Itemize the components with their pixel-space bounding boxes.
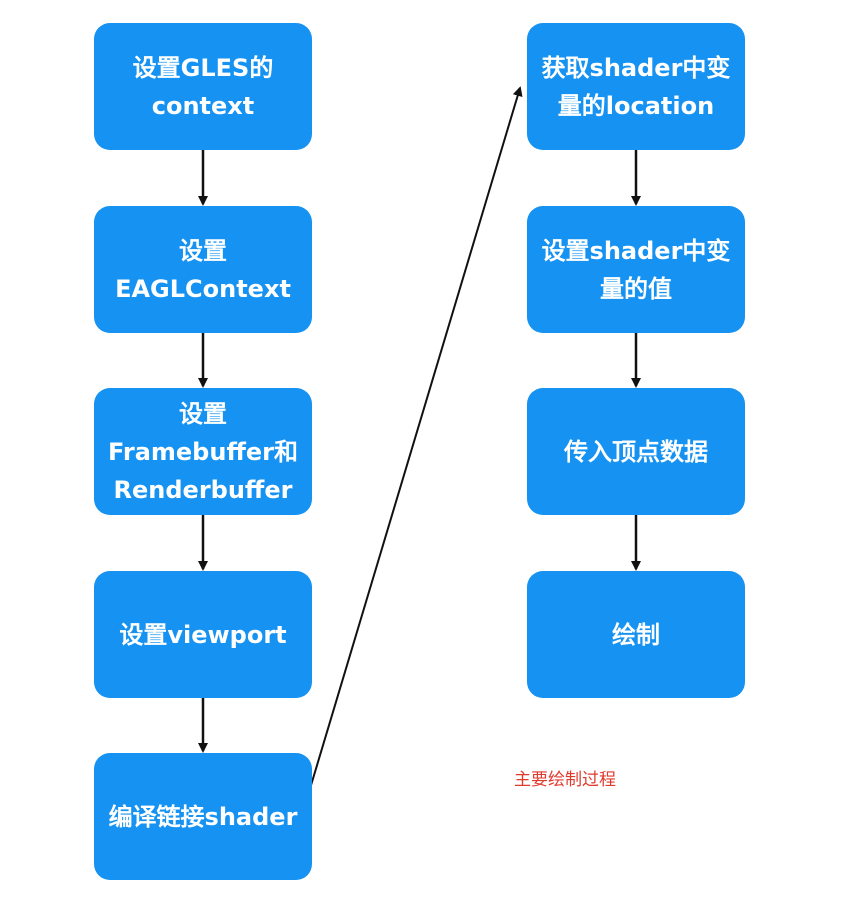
node-get-shader-location: 获取shader中变 量的location bbox=[527, 23, 745, 150]
node-label: 设置viewport bbox=[119, 620, 287, 649]
node-set-eaglcontext: 设置 EAGLContext bbox=[94, 206, 312, 333]
node-set-viewport: 设置viewport bbox=[94, 571, 312, 698]
node-compile-link-shader: 编译链接shader bbox=[94, 753, 312, 880]
node-label: 设置GLES的 context bbox=[132, 53, 274, 120]
node-draw: 绘制 bbox=[527, 571, 745, 698]
node-label: 编译链接shader bbox=[108, 802, 298, 831]
node-label: 设置shader中变 量的值 bbox=[541, 236, 731, 303]
node-label: 设置 Framebuffer和 Renderbuffer bbox=[108, 399, 298, 504]
node-set-shader-values: 设置shader中变 量的值 bbox=[527, 206, 745, 333]
node-label: 获取shader中变 量的location bbox=[541, 53, 731, 120]
node-label: 绘制 bbox=[612, 620, 660, 649]
arrow-shader-to-location bbox=[302, 86, 523, 813]
node-set-framebuffer-renderbuffer: 设置 Framebuffer和 Renderbuffer bbox=[94, 388, 312, 515]
node-pass-vertex-data: 传入顶点数据 bbox=[527, 388, 745, 515]
node-label: 设置 EAGLContext bbox=[115, 236, 291, 303]
node-label: 传入顶点数据 bbox=[564, 437, 708, 466]
node-set-gles-context: 设置GLES的 context bbox=[94, 23, 312, 150]
diagram-caption: 主要绘制过程 bbox=[514, 770, 616, 790]
